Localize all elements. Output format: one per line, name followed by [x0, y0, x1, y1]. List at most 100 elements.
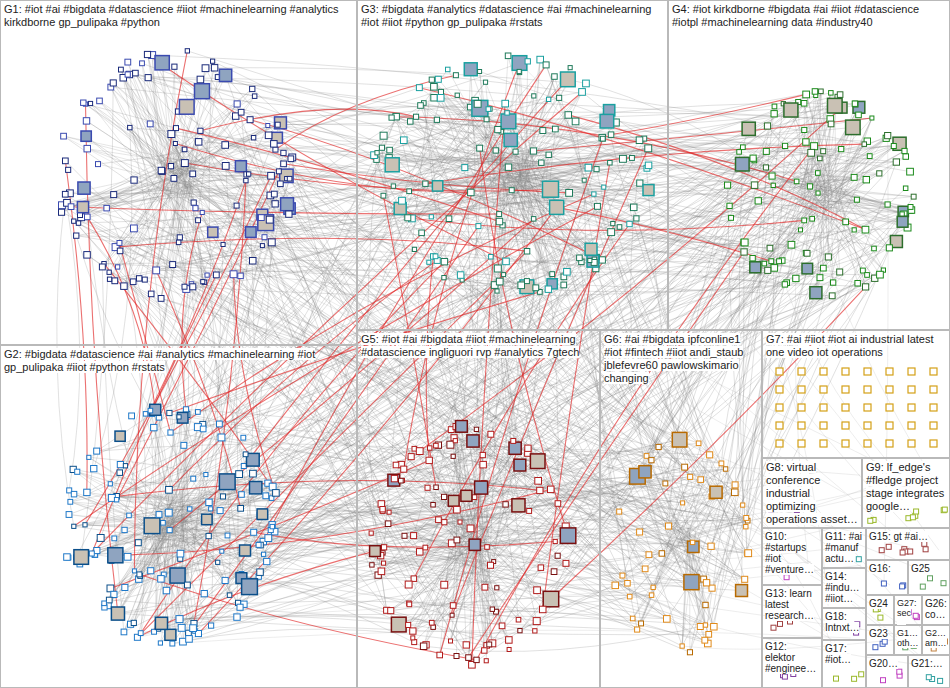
tie-line: [692, 269, 808, 582]
tie-line: [409, 603, 667, 619]
tie-line: [185, 149, 647, 456]
tie-line: [462, 174, 518, 280]
tie-line: [81, 193, 157, 217]
tie-line: [404, 469, 640, 532]
tie-line: [665, 114, 774, 484]
tie-line: [186, 409, 716, 492]
tie-line: [115, 446, 436, 556]
tie-line: [705, 214, 904, 625]
tie-line: [65, 194, 80, 490]
tie-line: [630, 103, 805, 224]
tie-line: [263, 476, 637, 541]
tie-line: [69, 515, 905, 636]
tie-line: [394, 480, 746, 527]
tie-line: [504, 275, 918, 654]
tie-line: [163, 474, 813, 523]
tie-line: [273, 230, 866, 487]
tie-line: [81, 217, 637, 476]
tie-line: [218, 77, 649, 190]
tie-line: [104, 545, 153, 604]
tie-line: [169, 260, 437, 490]
tie-line: [139, 82, 485, 574]
tie-line: [555, 77, 666, 484]
tie-line: [101, 501, 454, 538]
tie-line: [116, 174, 159, 247]
tie-line: [203, 69, 448, 424]
tie-line: [179, 614, 705, 625]
tie-line: [795, 279, 809, 575]
tie-line: [76, 123, 281, 557]
tie-line: [62, 159, 167, 212]
tie-line: [150, 124, 193, 159]
tie-line: [198, 207, 556, 633]
tie-line: [766, 168, 817, 209]
tie-line: [424, 625, 706, 651]
tie-line: [118, 510, 182, 613]
tie-line: [62, 205, 628, 583]
tie-line: [682, 162, 896, 646]
tie-line: [158, 418, 159, 518]
tie-line: [424, 103, 493, 643]
tie-line: [721, 283, 786, 464]
tie-line: [183, 261, 590, 418]
tie-line: [250, 120, 602, 260]
tie-line: [78, 223, 835, 641]
tie-line: [92, 275, 217, 554]
tie-line: [141, 262, 445, 633]
tie-line: [156, 61, 213, 164]
tie-line: [182, 445, 184, 524]
tie-line: [117, 496, 160, 539]
tie-line: [94, 469, 167, 535]
tie-line: [499, 63, 519, 182]
tie-line: [150, 181, 246, 411]
tie-line: [263, 65, 546, 542]
tie-line: [87, 146, 785, 493]
tie-line: [452, 543, 930, 666]
tie-line: [383, 118, 872, 196]
tie-line: [391, 542, 795, 611]
tie-line: [150, 411, 411, 457]
tie-line: [384, 477, 691, 563]
tie-line: [444, 278, 726, 469]
tie-line: [371, 278, 875, 533]
tie-line: [167, 460, 253, 534]
tie-line: [481, 283, 857, 487]
tie-line: [244, 466, 630, 597]
tie-line: [690, 272, 840, 477]
tie-line: [104, 534, 155, 603]
tie-line: [100, 101, 170, 188]
tie-line: [200, 131, 904, 476]
tie-line: [690, 257, 828, 652]
tie-line: [179, 565, 861, 619]
tie-line: [94, 128, 132, 469]
tie-line: [450, 445, 709, 455]
tie-line: [716, 107, 859, 492]
tie-line: [281, 88, 420, 123]
tie-line: [109, 275, 503, 600]
tie-line: [637, 547, 669, 630]
tie-line: [261, 285, 495, 545]
tie-line: [92, 504, 558, 554]
tie-line: [179, 616, 509, 640]
tie-line: [475, 101, 927, 636]
tie-line: [71, 155, 191, 207]
tie-line: [170, 219, 534, 530]
tie-line: [391, 595, 652, 611]
tie-line: [643, 130, 805, 470]
tie-line: [71, 167, 186, 207]
tie-line: [206, 68, 382, 504]
tie-line: [284, 164, 569, 193]
tie-line: [110, 484, 667, 619]
tie-line: [234, 274, 276, 493]
tie-line: [665, 180, 866, 484]
tie-line: [274, 144, 649, 555]
tie-line: [92, 92, 582, 554]
tie-line: [111, 561, 489, 645]
tie-line: [95, 555, 537, 622]
tie-line: [276, 75, 456, 149]
tie-line: [516, 147, 897, 162]
tie-line: [755, 267, 828, 605]
tie-line: [827, 157, 906, 187]
tie-line: [461, 426, 693, 547]
tie-line: [413, 162, 897, 631]
